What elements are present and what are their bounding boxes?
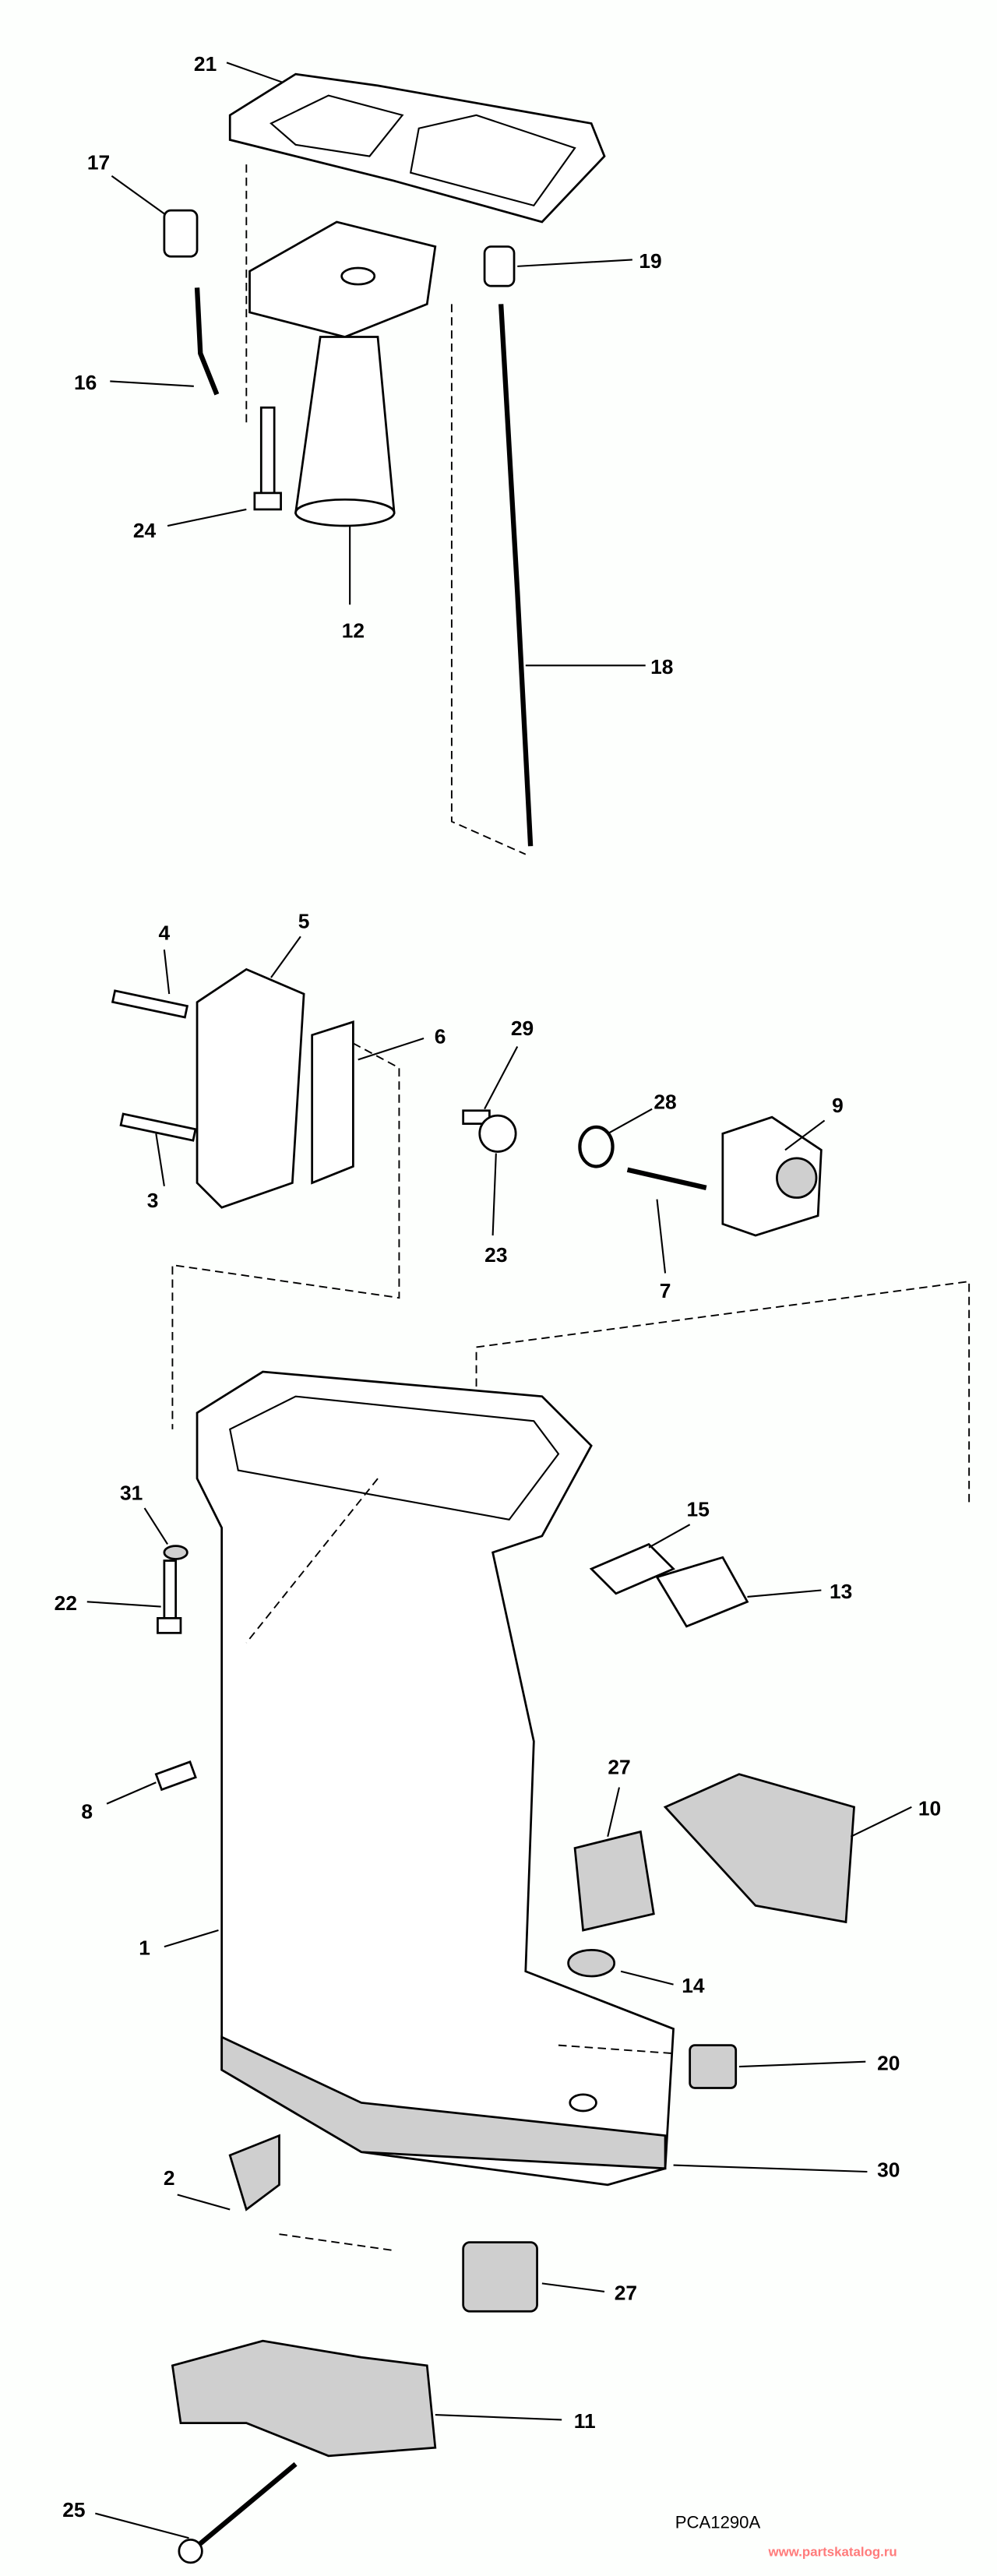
callout-7: 7 — [660, 1279, 671, 1302]
callout-27-upper: 27 — [608, 1756, 630, 1779]
callout-27-lower: 27 — [615, 2281, 637, 2304]
callout-22: 22 — [55, 1591, 77, 1615]
callout-29: 29 — [511, 1017, 534, 1040]
part-10-mount — [663, 1773, 855, 1924]
part-18-tube — [498, 304, 534, 847]
watermark: www.partskatalog.ru — [768, 2544, 897, 2559]
callout-20: 20 — [877, 2051, 900, 2074]
callout-4: 4 — [159, 921, 171, 944]
part-5-cover — [196, 967, 305, 1209]
callout-5: 5 — [298, 910, 310, 933]
part-28-o-ring — [578, 1125, 615, 1168]
drawing-code: PCA1290A — [675, 2513, 761, 2532]
part-21-gasket — [228, 72, 606, 224]
callout-24: 24 — [133, 519, 157, 542]
part-2-anode — [228, 2134, 280, 2211]
callout-30: 31 — [120, 1482, 143, 1505]
part-6-gasket — [311, 1020, 354, 1185]
part-4-screw — [111, 989, 189, 1019]
callout-15: 15 — [687, 1498, 710, 1521]
part-7-screw — [626, 1167, 707, 1190]
part-23-plug — [478, 1114, 517, 1153]
callout-13: 13 — [830, 1580, 852, 1603]
part-9-bracket — [721, 1115, 823, 1237]
callout-23: 23 — [484, 1243, 507, 1267]
callout-10: 10 — [918, 1796, 941, 1820]
callout-17: 17 — [87, 150, 110, 174]
callout-11: 11 — [574, 2409, 596, 2433]
part-11-clamp — [171, 2339, 437, 2458]
part-1-housing — [196, 1370, 675, 2187]
part-13-bracket — [655, 1556, 749, 1628]
part-15-gasket — [589, 1542, 675, 1595]
part-27-mount-lower — [462, 2241, 538, 2313]
part-22-screw — [157, 1559, 182, 1634]
callout-9: 9 — [832, 1094, 844, 1117]
part-12-exhaust-housing — [248, 220, 437, 527]
part-25-screw — [178, 2461, 298, 2564]
callout-16: 16 — [74, 371, 97, 394]
part-17-grommet — [163, 209, 199, 258]
callout-21: 21 — [194, 52, 217, 76]
callout-2: 2 — [164, 2166, 175, 2190]
part-24-screw — [253, 406, 282, 511]
part-27-mount-upper — [573, 1830, 655, 1932]
callout-19: 19 — [639, 249, 661, 273]
callout-12: 12 — [342, 618, 365, 642]
callout-8: 8 — [81, 1800, 93, 1824]
callout-6: 6 — [435, 1024, 446, 1048]
callout-1: 1 — [139, 1936, 150, 1960]
part-20-mount — [689, 2044, 738, 2089]
leader-lines — [86, 62, 912, 2539]
part-14-grommet — [567, 1948, 616, 1978]
part-3-screw — [119, 1112, 197, 1142]
part-8-screw — [154, 1760, 197, 1792]
callout-25: 25 — [62, 2498, 85, 2521]
callout-28: 28 — [654, 1091, 676, 1114]
callout-31: 30 — [877, 2158, 900, 2181]
part-30-washer — [163, 1545, 188, 1560]
part-16-tube — [194, 287, 220, 396]
callout-3: 3 — [147, 1189, 159, 1212]
callout-18: 18 — [650, 655, 673, 678]
callout-14: 14 — [682, 1974, 705, 1997]
part-19-grommet — [483, 245, 516, 287]
